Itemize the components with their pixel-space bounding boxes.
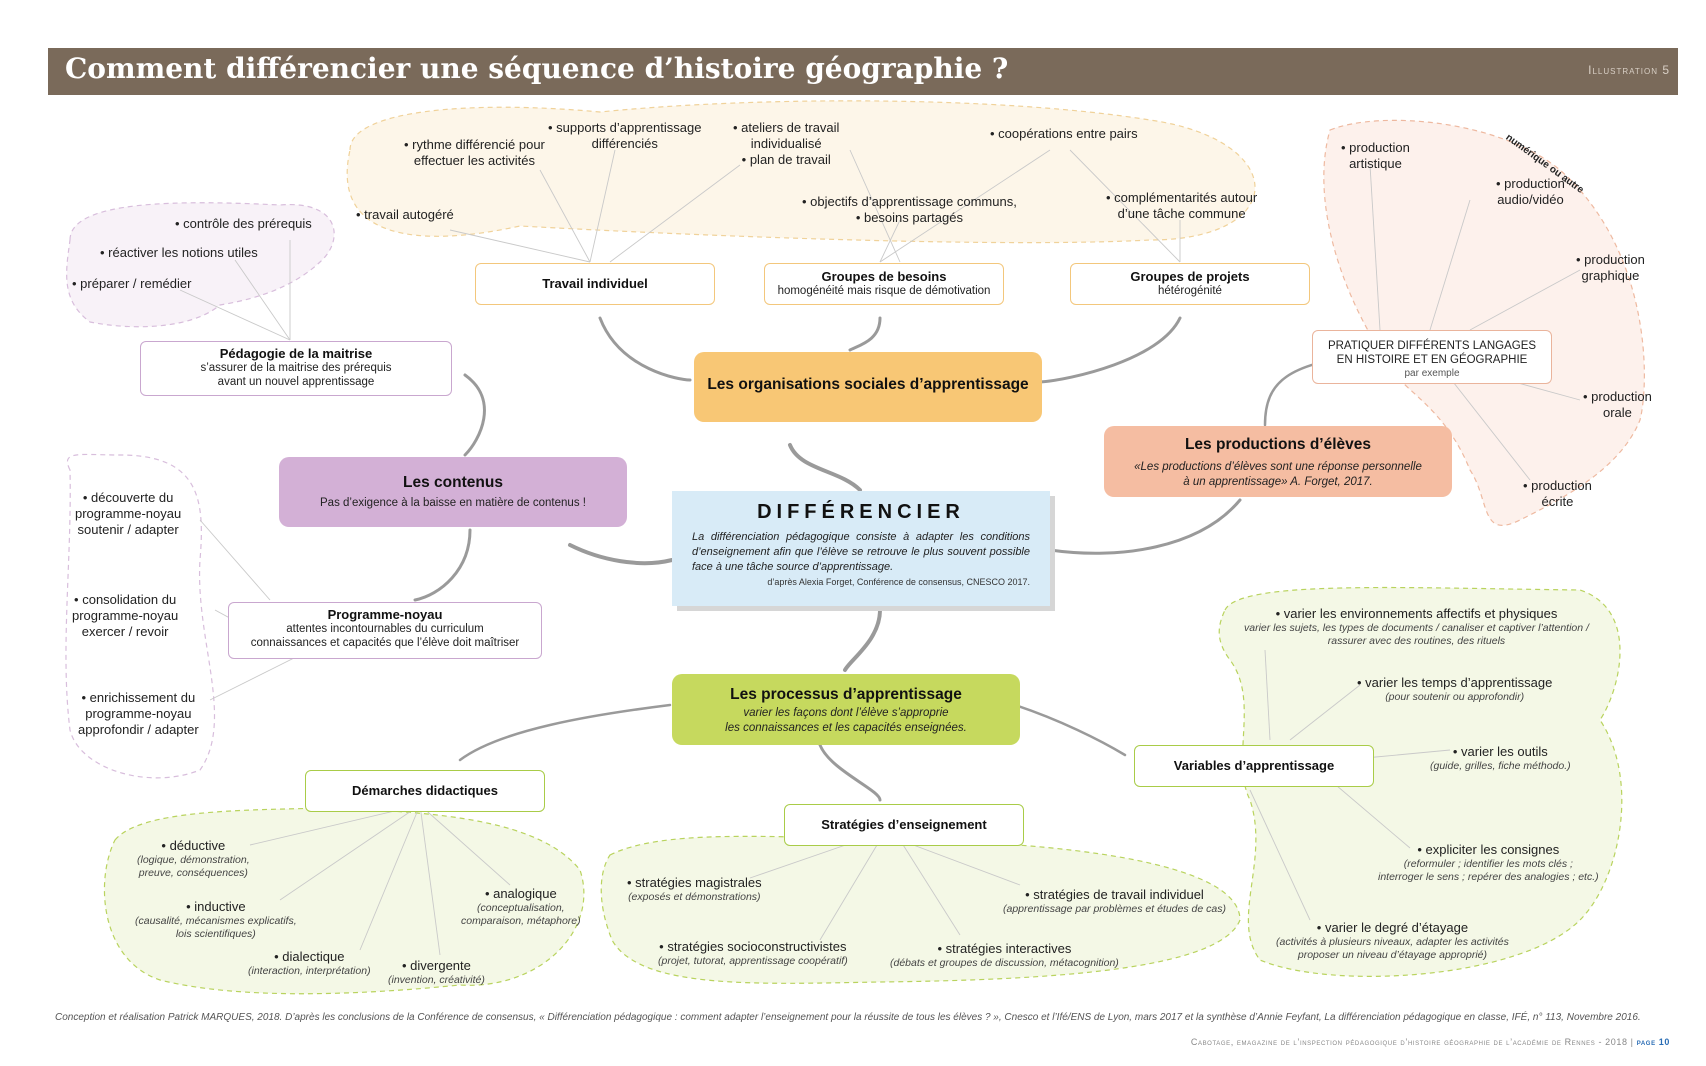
pedagogie-sub: s’assurer de la maitrise des prérequis a… xyxy=(200,362,392,388)
variable-item: • varier les temps d’apprentissage(pour … xyxy=(1357,675,1553,703)
strategies-box: Stratégies d’enseignement xyxy=(784,804,1024,846)
variables-items-blob xyxy=(1218,586,1623,977)
langages-sub: par exemple xyxy=(1404,368,1460,379)
production-item: • production écrite xyxy=(1523,478,1592,509)
demarche-item: • dialectique(interaction, interprétatio… xyxy=(248,949,371,977)
production-item: • production graphique xyxy=(1576,252,1645,283)
center-source: d’après Alexia Forget, Conférence de con… xyxy=(767,577,1030,587)
productions-quote: «Les productions d’élèves sont une répon… xyxy=(1134,461,1422,488)
langages-box: PRATIQUER DIFFÉRENTS LANGAGES EN HISTOIR… xyxy=(1312,330,1552,384)
pedagogie-item: • préparer / remédier xyxy=(72,276,192,291)
org-item: • ateliers de travail individualisé • pl… xyxy=(733,120,840,167)
pedagogie-items-blob xyxy=(66,202,335,328)
demarche-item: • analogique(conceptualisation, comparai… xyxy=(461,886,581,927)
org-item: • objectifs d’apprentissage communs, • b… xyxy=(802,194,1017,225)
groupes-besoins-sub: homogénéité mais risque de démotivation xyxy=(777,285,991,297)
groupes-besoins-title: Groupes de besoins xyxy=(821,269,947,284)
groupes-projets-title: Groupes de projets xyxy=(1130,269,1250,284)
production-item: • production audio/vidéo xyxy=(1496,176,1565,207)
groupes-besoins-box: Groupes de besoins homogénéité mais risq… xyxy=(764,263,1004,305)
pedagogie-item: • réactiver les notions utiles xyxy=(100,245,258,260)
pedagogie-item: • contrôle des prérequis xyxy=(175,216,312,231)
contenus-node: Les contenus Pas d’exigence à la baisse … xyxy=(279,457,627,527)
strategie-item: • stratégies socioconstructivistes(proje… xyxy=(658,939,848,967)
travail-individuel-title: Travail individuel xyxy=(542,276,648,291)
langages-title: PRATIQUER DIFFÉRENTS LANGAGES EN HISTOIR… xyxy=(1327,340,1537,366)
contenus-sub: Pas d’exigence à la baisse en matière de… xyxy=(320,497,586,509)
org-item: • rythme différencié pour effectuer les … xyxy=(404,137,545,168)
groupes-projets-sub: hétérogénité xyxy=(1158,285,1222,297)
pedagogie-title: Pédagogie de la maitrise xyxy=(219,346,373,361)
demarches-box: Démarches didactiques xyxy=(305,770,545,812)
organisations-items-blob xyxy=(346,100,1256,244)
noyau-sub: attentes incontournables du curriculum c… xyxy=(250,623,520,649)
variables-title: Variables d’apprentissage xyxy=(1173,758,1335,773)
strategie-item: • stratégies de travail individuel(appre… xyxy=(1003,887,1226,915)
header-bar xyxy=(48,48,1678,95)
production-item: • production artistique xyxy=(1341,140,1410,171)
footer: Cabotage, emagazine de l’inspection péda… xyxy=(1191,1037,1670,1047)
organisations-title: Les organisations sociales d’apprentissa… xyxy=(707,376,1029,393)
programme-noyau-box: Programme-noyau attentes incontournables… xyxy=(228,602,542,659)
demarches-items-blob xyxy=(103,807,585,995)
footer-page: page 10 xyxy=(1636,1037,1670,1047)
processus-title: Les processus d’apprentissage xyxy=(730,686,962,703)
strategies-title: Stratégies d’enseignement xyxy=(821,817,987,832)
org-item: • coopérations entre pairs xyxy=(990,126,1138,141)
strategie-item: • stratégies magistrales(exposés et démo… xyxy=(627,875,762,903)
demarche-item: • divergente(invention, créativité) xyxy=(388,958,485,986)
processus-sub: varier les façons dont l’élève s’appropr… xyxy=(725,707,967,734)
noyau-item: • découverte du programme-noyau soutenir… xyxy=(75,490,182,537)
variable-item: • varier le degré d’étayage(activités à … xyxy=(1276,920,1509,961)
footer-text: Cabotage, emagazine de l’inspection péda… xyxy=(1190,1037,1634,1047)
variables-box: Variables d’apprentissage xyxy=(1134,745,1374,787)
variable-item: • varier les outils(guide, grilles, fich… xyxy=(1430,744,1571,772)
variable-item: • expliciter les consignes(reformuler ; … xyxy=(1378,842,1599,883)
illustration-label: Illustration 5 xyxy=(1588,63,1670,77)
org-item: • supports d’apprentissage différenciés xyxy=(548,120,702,151)
variable-item: • varier les environnements affectifs et… xyxy=(1244,606,1589,647)
org-item: • travail autogéré xyxy=(356,207,454,222)
demarche-item: • inductive(causalité, mécanismes explic… xyxy=(135,899,297,940)
noyau-item: • consolidation du programme-noyau exerc… xyxy=(72,592,179,639)
groupes-projets-box: Groupes de projets hétérogénité xyxy=(1070,263,1310,305)
strategie-item: • stratégies interactives(débats et grou… xyxy=(890,941,1119,969)
center-title: DIFFÉRENCIER xyxy=(757,501,965,523)
production-item: • production orale xyxy=(1583,389,1652,420)
pedagogie-maitrise-box: Pédagogie de la maitrise s’assurer de la… xyxy=(140,341,452,396)
noyau-item: • enrichissement du programme-noyau appr… xyxy=(78,690,199,737)
travail-individuel-box: Travail individuel xyxy=(475,263,715,305)
page-title: Comment différencier une séquence d’hist… xyxy=(65,52,1009,85)
demarche-item: • déductive(logique, démonstration, preu… xyxy=(137,838,250,879)
contenus-title: Les contenus xyxy=(403,474,503,491)
noyau-items-blob xyxy=(65,453,216,779)
productions-title: Les productions d’élèves xyxy=(1184,436,1372,453)
processus-node: Les processus d’apprentissage varier les… xyxy=(672,674,1020,745)
footnote: Conception et réalisation Patrick MARQUE… xyxy=(55,1012,1641,1023)
center-definition: La différenciation pédagogique consiste … xyxy=(692,531,1030,573)
organisations-node: Les organisations sociales d’apprentissa… xyxy=(694,352,1042,422)
productions-node: Les productions d’élèves «Les production… xyxy=(1104,426,1452,497)
center-box: DIFFÉRENCIER La différenciation pédagogi… xyxy=(672,491,1050,606)
org-item: • complémentarités autour d’une tâche co… xyxy=(1106,190,1258,221)
demarches-title: Démarches didactiques xyxy=(352,783,498,798)
noyau-title: Programme-noyau xyxy=(327,607,443,622)
